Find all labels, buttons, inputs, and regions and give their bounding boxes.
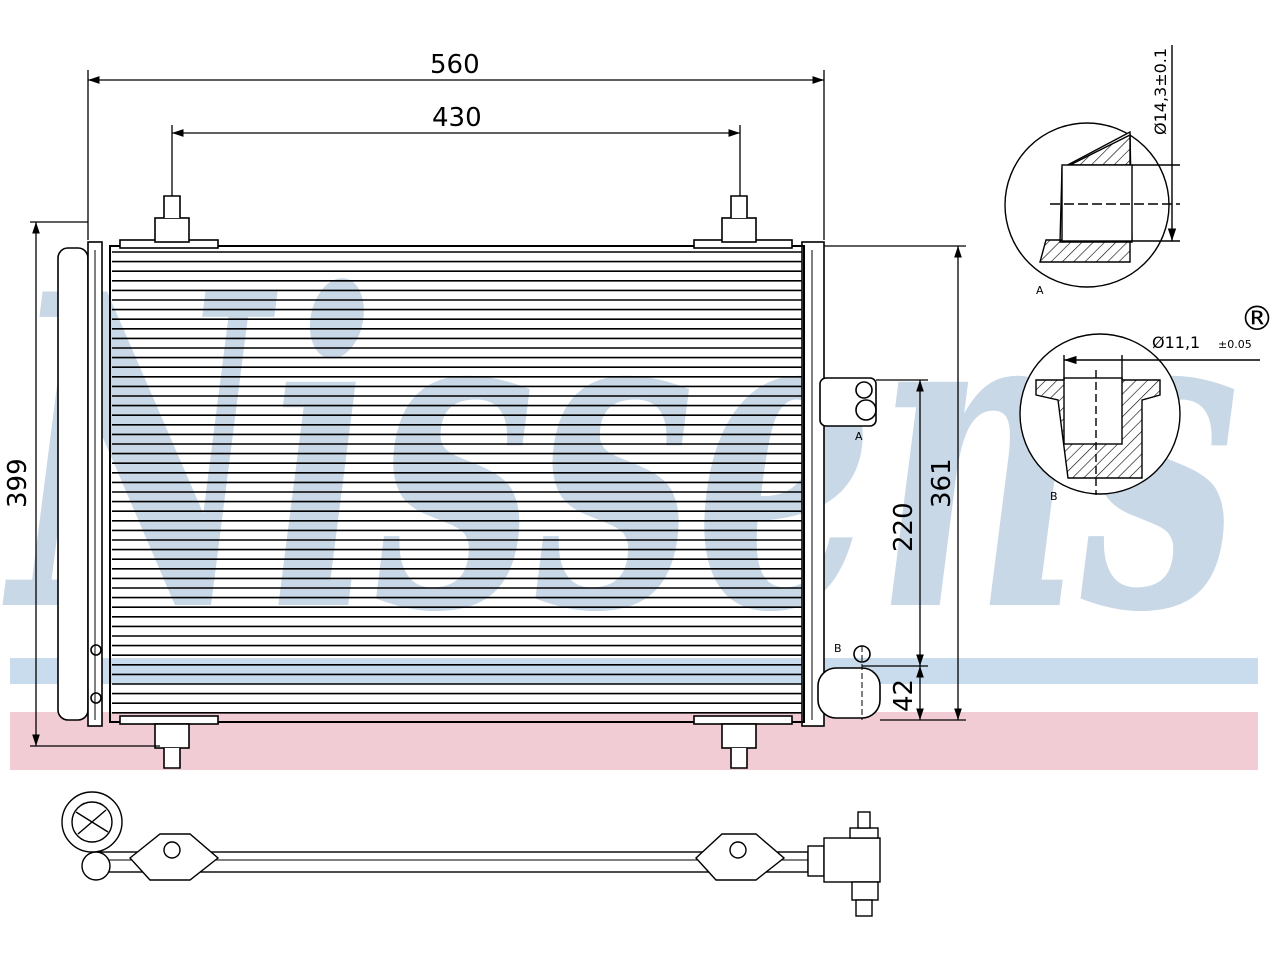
dimension-lines — [30, 70, 966, 747]
detail-b-diameter: Ø11,1 — [1152, 333, 1200, 352]
detail-b — [1019, 333, 1260, 495]
detail-a-label: A — [1036, 284, 1044, 297]
dim-port-spacing: 220 — [889, 502, 919, 552]
port-b-label: B — [834, 642, 842, 655]
dim-overall-height: 399 — [3, 458, 33, 508]
detail-a-diameter: Ø14,3±0.1 — [1151, 48, 1170, 135]
dim-core-height: 361 — [927, 458, 957, 508]
registered-mark: ® — [1240, 299, 1274, 339]
port-a-label: A — [855, 430, 863, 443]
dim-overall-width: 560 — [430, 50, 480, 80]
dim-bracket-spacing: 430 — [432, 103, 482, 133]
blue-stripe — [10, 658, 1258, 684]
condenser-side-view — [61, 791, 881, 917]
core-fins — [112, 251, 802, 714]
condenser-front-view — [57, 195, 881, 769]
detail-b-label: B — [1050, 490, 1058, 503]
detail-b-tolerance: ±0.05 — [1218, 338, 1252, 351]
detail-a — [1004, 45, 1180, 288]
dim-lower-port-offset: 42 — [889, 679, 919, 712]
